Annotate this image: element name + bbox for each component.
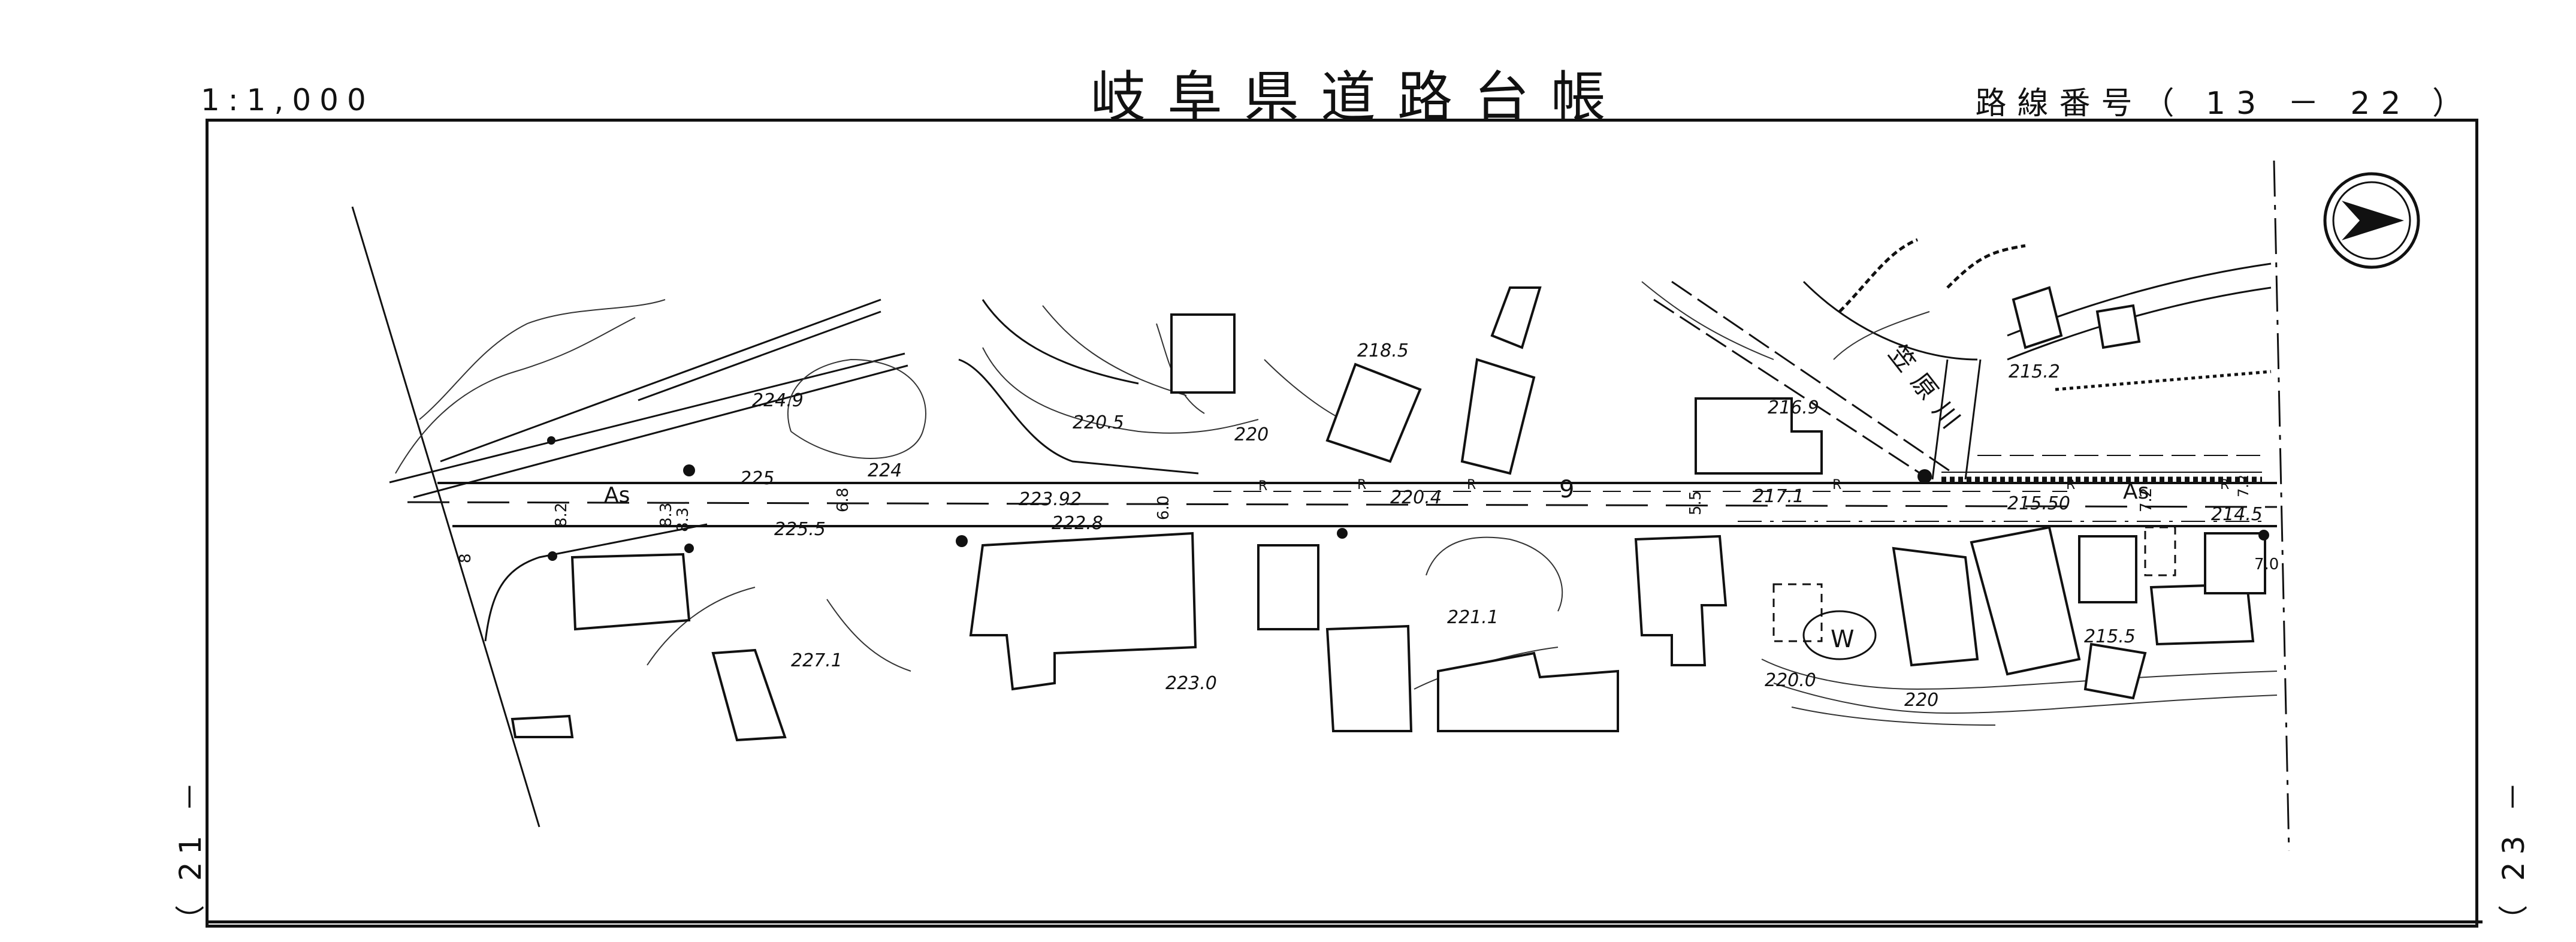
sheet-boundary-left	[351, 206, 540, 828]
width-label: 7.2	[2137, 488, 2155, 512]
map-frame-bottom-rule	[206, 920, 2483, 923]
river-name-label: 笠原川	[1883, 339, 1972, 442]
north-arrow-icon	[2323, 172, 2420, 269]
width-label: 6.0	[1155, 496, 1173, 520]
map-frame	[206, 119, 2478, 928]
water-tank-label: W	[1831, 626, 1855, 653]
elevation-label: 225	[740, 468, 774, 489]
spot-elevations: 224.9 225 224 225.5 223.92 222.8 220.5 2…	[740, 340, 2263, 711]
road-marker: R	[1357, 478, 1366, 493]
elevation-label: 218.5	[1357, 340, 1409, 361]
utility-poles	[547, 436, 2269, 561]
elevation-label: 215.2	[2009, 361, 2060, 382]
dashed-structures	[1772, 526, 2176, 642]
elevation-label: 223.0	[1165, 673, 1217, 694]
road-markers: R R R R R R	[1258, 478, 2229, 494]
elevation-label: 223.92	[1019, 489, 1082, 510]
width-label: 8.2	[552, 503, 570, 527]
contour-lines	[395, 281, 2278, 726]
elevation-label: 216.9	[1768, 397, 1819, 418]
road-number-label: 9	[1559, 476, 1574, 503]
elevation-label: 221.1	[1447, 607, 1499, 628]
water-tank: W	[1802, 610, 1877, 660]
prefectural-road	[407, 472, 2278, 527]
elevation-label: 214.5	[2211, 504, 2263, 525]
elevation-label: 217.1	[1753, 486, 1804, 507]
elevation-label: 220	[1234, 424, 1269, 445]
road-marker: R	[2066, 478, 2075, 493]
width-label: 7.2	[2235, 475, 2252, 497]
elevation-label: 220.5	[1073, 412, 1124, 433]
elevation-label: 215.5	[2084, 626, 2136, 647]
buildings	[511, 286, 2266, 742]
elevation-label: 224	[868, 460, 902, 481]
width-label: 7.0	[2254, 555, 2279, 573]
width-label: 5.5	[1687, 491, 1705, 515]
road-marker: R	[1258, 479, 1267, 494]
elevation-label: 215.50	[2007, 493, 2070, 514]
road-marker: R	[2220, 478, 2229, 493]
route-number: 路線番号（ 13 － 22 ）	[1975, 86, 2474, 122]
river-bank	[1838, 238, 2272, 456]
elevation-label: 224.9	[752, 390, 804, 411]
elevation-label: 222.8	[1052, 513, 1103, 534]
width-label: 8.3	[657, 503, 675, 527]
road-marker: R	[1467, 478, 1476, 493]
elevation-label: 227.1	[791, 650, 842, 671]
elevation-label: 225.5	[774, 519, 826, 540]
width-label: 8.3	[674, 508, 692, 532]
surface-label-right: As	[2123, 479, 2149, 504]
elevation-label: 220.4	[1390, 487, 1442, 508]
width-label: 8	[457, 553, 475, 563]
width-label: 6.8	[834, 488, 852, 512]
scale-label: 1:1,000	[201, 83, 375, 117]
elevation-label: 220.0	[1765, 670, 1816, 691]
road-widths: 8.2 8.3 8.3 6.8 6.0 5.5 7.2 7.2 7.0 8	[457, 475, 2279, 573]
sheet-boundary-right	[2273, 160, 2290, 852]
elevation-label: 220	[1904, 690, 1938, 711]
surface-label-left: As	[604, 483, 630, 508]
road-marker: R	[1832, 478, 1841, 493]
